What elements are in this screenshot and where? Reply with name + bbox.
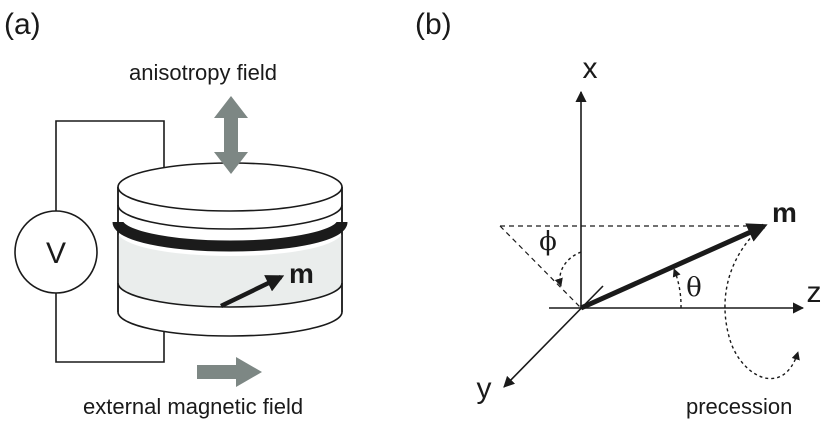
- x-axis-label: x: [583, 52, 598, 85]
- anisotropy-double-arrow: [214, 96, 248, 174]
- moment-label-b: m: [772, 197, 797, 228]
- moment-arrow: [220, 274, 285, 309]
- precession-label: precession: [686, 394, 792, 419]
- phi-label: ϕ: [539, 227, 557, 257]
- voltage-source: V: [14, 210, 98, 294]
- external-field-label: external magnetic field: [83, 394, 303, 419]
- external-field-arrow: [197, 357, 262, 387]
- y-axis-label: y: [477, 372, 492, 405]
- z-axis-label: z: [807, 276, 822, 309]
- anisotropy-field-label: anisotropy field: [129, 60, 277, 85]
- theta-label: θ: [686, 273, 702, 303]
- panel-a: (a) anisotropy field V: [4, 8, 348, 419]
- panel-b-label: (b): [415, 8, 452, 41]
- voltage-label: V: [46, 237, 66, 270]
- moment-vector: [579, 223, 768, 311]
- barrier-layer: [112, 221, 348, 252]
- free-layer: [118, 232, 342, 307]
- panel-b: (b) x z y ϕ m θ precession: [415, 8, 822, 419]
- precession-path: [724, 233, 800, 380]
- theta-arc: [672, 268, 682, 309]
- panel-a-label: (a): [4, 8, 41, 41]
- y-axis: [503, 285, 604, 388]
- moment-label-a: m: [289, 258, 314, 289]
- projection-lines: [499, 225, 764, 309]
- mtj-pillar: [112, 162, 348, 337]
- circuit-wire: [55, 120, 165, 363]
- phi-arc: [554, 251, 582, 287]
